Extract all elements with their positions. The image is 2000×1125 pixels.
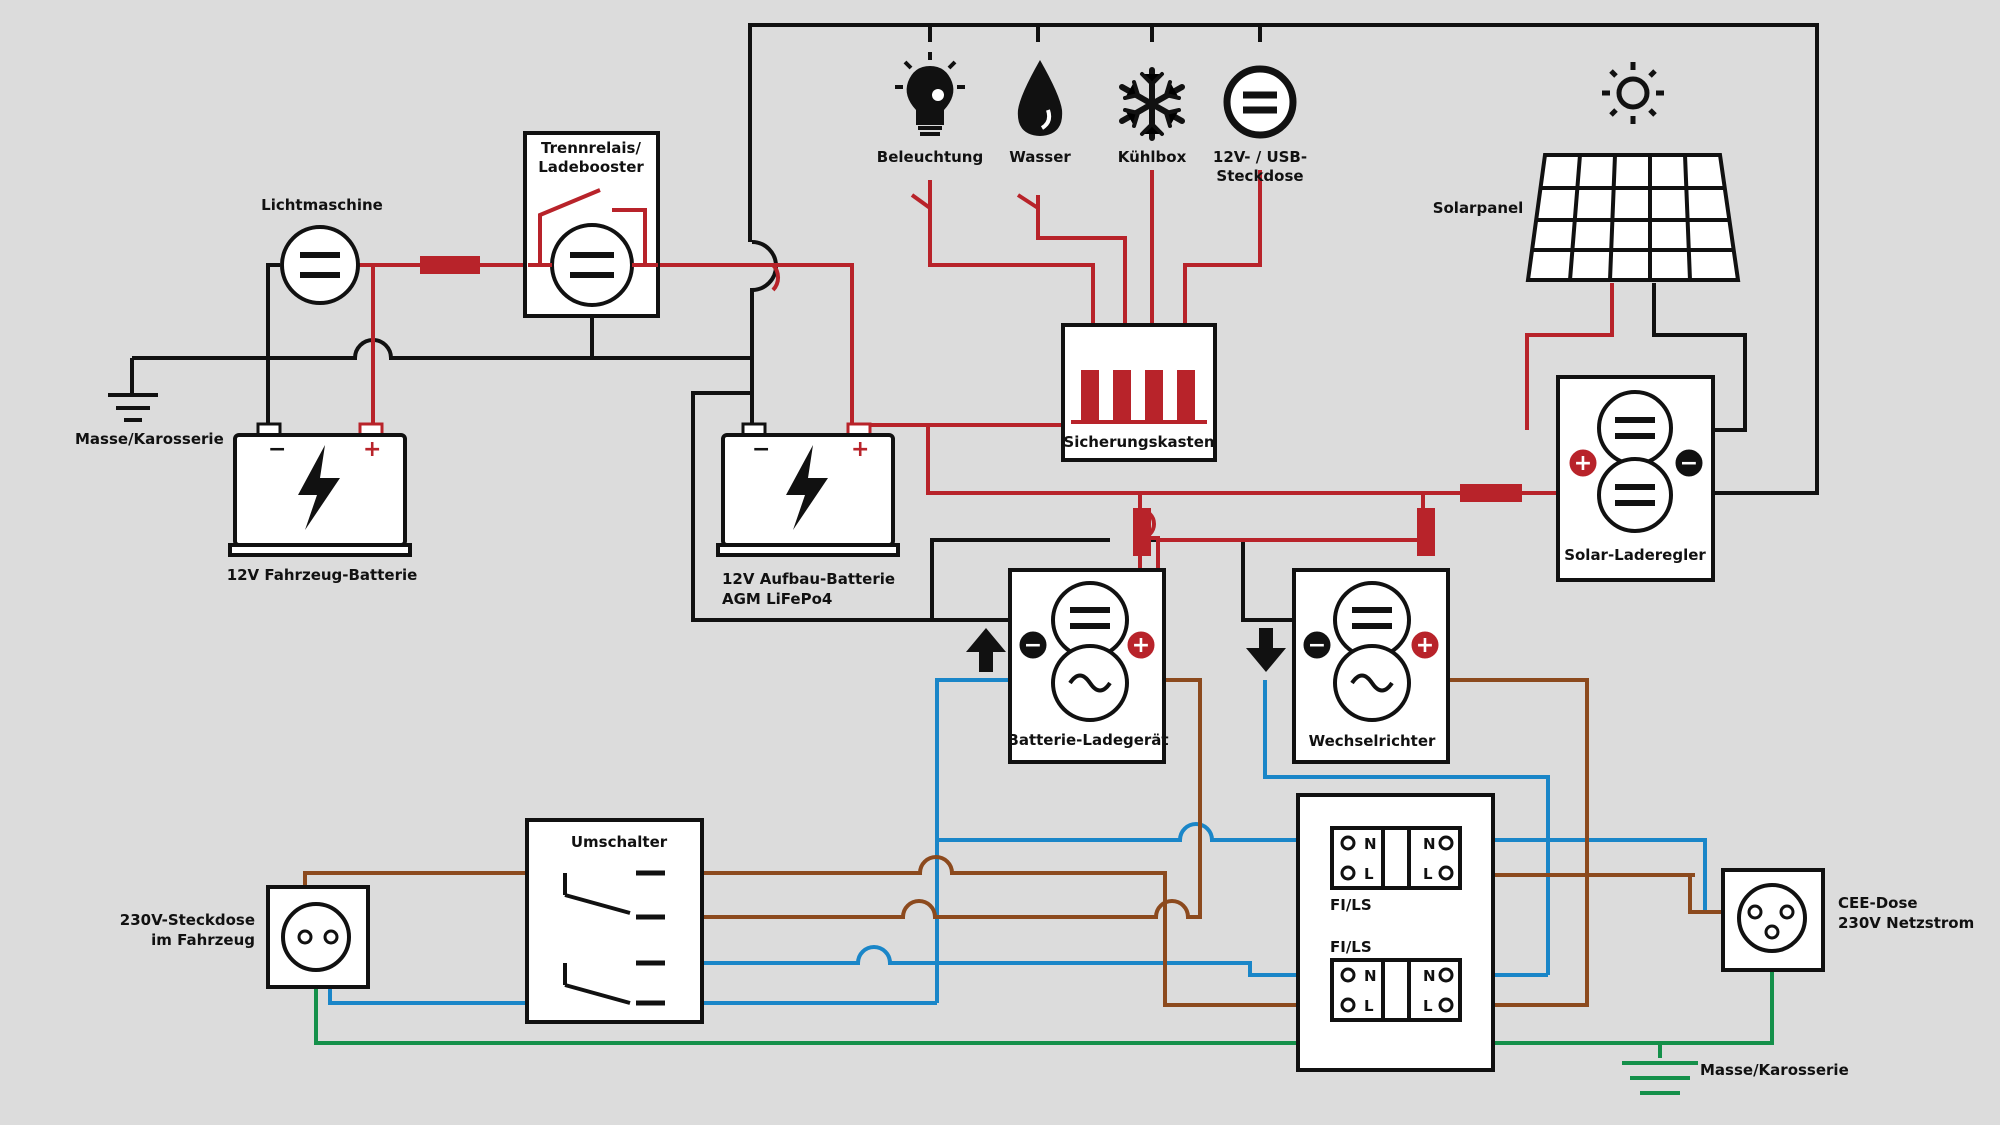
umschalter: Umschalter — [525, 818, 704, 1024]
lightning-icon — [786, 445, 828, 530]
fils1-n-left: N — [1364, 835, 1377, 853]
solarpanel: Solarpanel — [1433, 62, 1741, 282]
trennrelais: Trennrelais/ Ladebooster — [523, 131, 660, 318]
fuse-slot-1 — [1081, 370, 1099, 422]
solar-laderegler: + − Solar-Laderegler — [1556, 375, 1715, 582]
fuse-slot-2 — [1113, 370, 1131, 422]
snowflake-icon — [1119, 67, 1185, 141]
fils2-n-left: N — [1364, 967, 1377, 985]
batterie-ladegeraet-label: Batterie-Ladegerät — [1007, 731, 1168, 749]
cee-label-2: 230V Netzstrom — [1838, 914, 1974, 932]
fuse-lichtmaschine — [420, 256, 480, 274]
fuse-solar — [1460, 484, 1522, 502]
lightbulb-icon — [895, 52, 965, 136]
fahrzeug-batterie: − + 12V Fahrzeug-Batterie — [227, 422, 418, 584]
fils1-n-right: N — [1423, 835, 1436, 853]
fils1-l-left: L — [1364, 865, 1374, 883]
fils-breaker-2: N L N L — [1330, 958, 1462, 1022]
solar-laderegler-label: Solar-Laderegler — [1564, 546, 1706, 564]
beleuchtung-label: Beleuchtung — [877, 148, 983, 166]
fuse-ladegeraet — [1133, 508, 1151, 556]
fils-label-2: FI/LS — [1330, 938, 1372, 956]
fils-label-1: FI/LS — [1330, 896, 1372, 914]
aufbau-batterie-label-2: AGM LiFePo4 — [722, 590, 832, 608]
lichtmaschine: Lichtmaschine — [261, 196, 383, 305]
wechselrichter-plus: + — [1416, 633, 1434, 658]
fils2-n-right: N — [1423, 967, 1436, 985]
trennrelais-label-2: Ladebooster — [538, 158, 644, 176]
consumers: Beleuchtung Wasser Kühlbox 12V- / USB- S… — [877, 52, 1307, 185]
fuse-slot-4 — [1177, 370, 1195, 422]
sun-icon — [1602, 62, 1664, 124]
aufbau-batterie-label-1: 12V Aufbau-Batterie — [722, 570, 895, 588]
aufbau-plus: + — [851, 437, 869, 462]
solarpanel-label: Solarpanel — [1433, 199, 1524, 217]
batterie-ladegeraet: − + Batterie-Ladegerät — [966, 568, 1169, 764]
lichtmaschine-label: Lichtmaschine — [261, 196, 383, 214]
laderegler-minus: − — [1680, 451, 1698, 476]
sicherungskasten: Sicherungskasten — [1061, 323, 1217, 462]
water-drop-icon — [1017, 60, 1063, 136]
aufbau-minus: − — [752, 437, 770, 462]
steckdose-230v: 230V-Steckdose im Fahrzeug — [120, 885, 370, 989]
fils-box: N L N L FI/LS FI/LS N L N L — [1296, 793, 1495, 1072]
fuse-slot-3 — [1145, 370, 1163, 422]
masse-top-label: Masse/Karosserie — [75, 430, 224, 448]
steckdose-230v-label-2: im Fahrzeug — [151, 931, 255, 949]
kuehlbox-label: Kühlbox — [1118, 148, 1187, 166]
arrow-up-icon — [966, 628, 1006, 672]
fils-breaker-1: N L N L — [1330, 826, 1462, 890]
fahrzeug-batterie-label: 12V Fahrzeug-Batterie — [227, 566, 418, 584]
fils1-l-right: L — [1423, 865, 1433, 883]
fils2-l-right: L — [1423, 997, 1433, 1015]
lightning-icon — [298, 445, 340, 530]
fahrzeug-minus: − — [268, 437, 286, 462]
wechselrichter: − + Wechselrichter — [1246, 568, 1450, 764]
trennrelais-label-1: Trennrelais/ — [541, 139, 641, 157]
wechselrichter-label: Wechselrichter — [1309, 732, 1436, 750]
steckdose-12v-label-1: 12V- / USB- — [1213, 148, 1307, 166]
fahrzeug-plus: + — [363, 437, 381, 462]
solar-panel-icon — [1525, 153, 1741, 282]
inline-fuses — [420, 256, 1522, 556]
umschalter-label: Umschalter — [571, 833, 668, 851]
fils2-l-left: L — [1364, 997, 1374, 1015]
cee-label-1: CEE-Dose — [1838, 894, 1918, 912]
masse-bottom-label: Masse/Karosserie — [1700, 1061, 1849, 1079]
wechselrichter-minus: − — [1308, 633, 1326, 658]
sicherungskasten-label: Sicherungskasten — [1063, 433, 1214, 451]
steckdose-230v-label-1: 230V-Steckdose — [120, 911, 255, 929]
ladegeraet-minus: − — [1024, 633, 1042, 658]
cee-dose: CEE-Dose 230V Netzstrom — [1721, 868, 1974, 972]
socket-12v-icon — [1223, 65, 1297, 139]
wasser-label: Wasser — [1009, 148, 1071, 166]
fuse-wechselrichter — [1417, 508, 1435, 556]
aufbau-batterie: − + 12V Aufbau-Batterie AGM LiFePo4 — [716, 422, 900, 608]
ladegeraet-plus: + — [1132, 633, 1150, 658]
steckdose-12v-label-2: Steckdose — [1216, 167, 1303, 185]
laderegler-plus: + — [1574, 451, 1592, 476]
arrow-down-icon — [1246, 628, 1286, 672]
